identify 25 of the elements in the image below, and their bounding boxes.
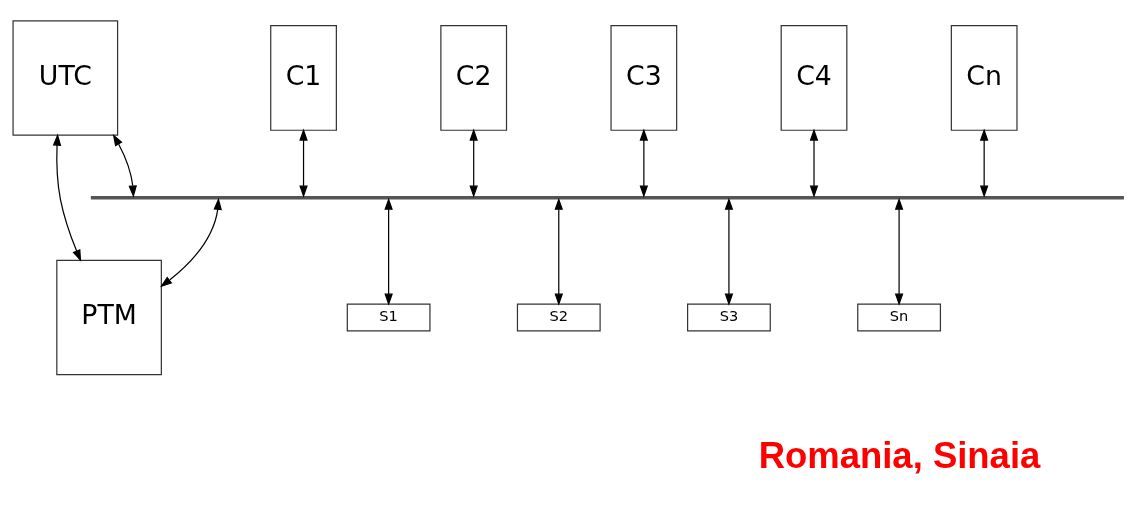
arrow bbox=[469, 128, 478, 198]
arrow bbox=[894, 197, 904, 306]
arrow bbox=[160, 197, 222, 288]
arrow bbox=[724, 197, 734, 306]
arrow bbox=[554, 197, 564, 306]
node-box: S1 bbox=[346, 303, 431, 332]
node-box: C3 bbox=[610, 25, 678, 131]
arrow bbox=[979, 128, 989, 198]
arrow bbox=[384, 197, 393, 306]
node-bar bbox=[90, 195, 1124, 200]
node-box: S2 bbox=[516, 303, 601, 332]
node-box: C4 bbox=[780, 25, 848, 131]
node-box: C1 bbox=[270, 25, 337, 131]
node-box: UTC bbox=[12, 20, 119, 136]
arrow bbox=[639, 128, 649, 198]
node-box: Sn bbox=[857, 303, 941, 332]
arrow bbox=[112, 133, 137, 198]
node-box: Cn bbox=[950, 25, 1018, 131]
node-box: PTM bbox=[56, 259, 162, 376]
arrow bbox=[809, 128, 819, 198]
node-box: S3 bbox=[687, 303, 771, 332]
arrow bbox=[299, 128, 308, 198]
node-box: C2 bbox=[440, 25, 508, 131]
arrow bbox=[52, 133, 82, 262]
label: Romania, Sinaia bbox=[758, 435, 1041, 477]
